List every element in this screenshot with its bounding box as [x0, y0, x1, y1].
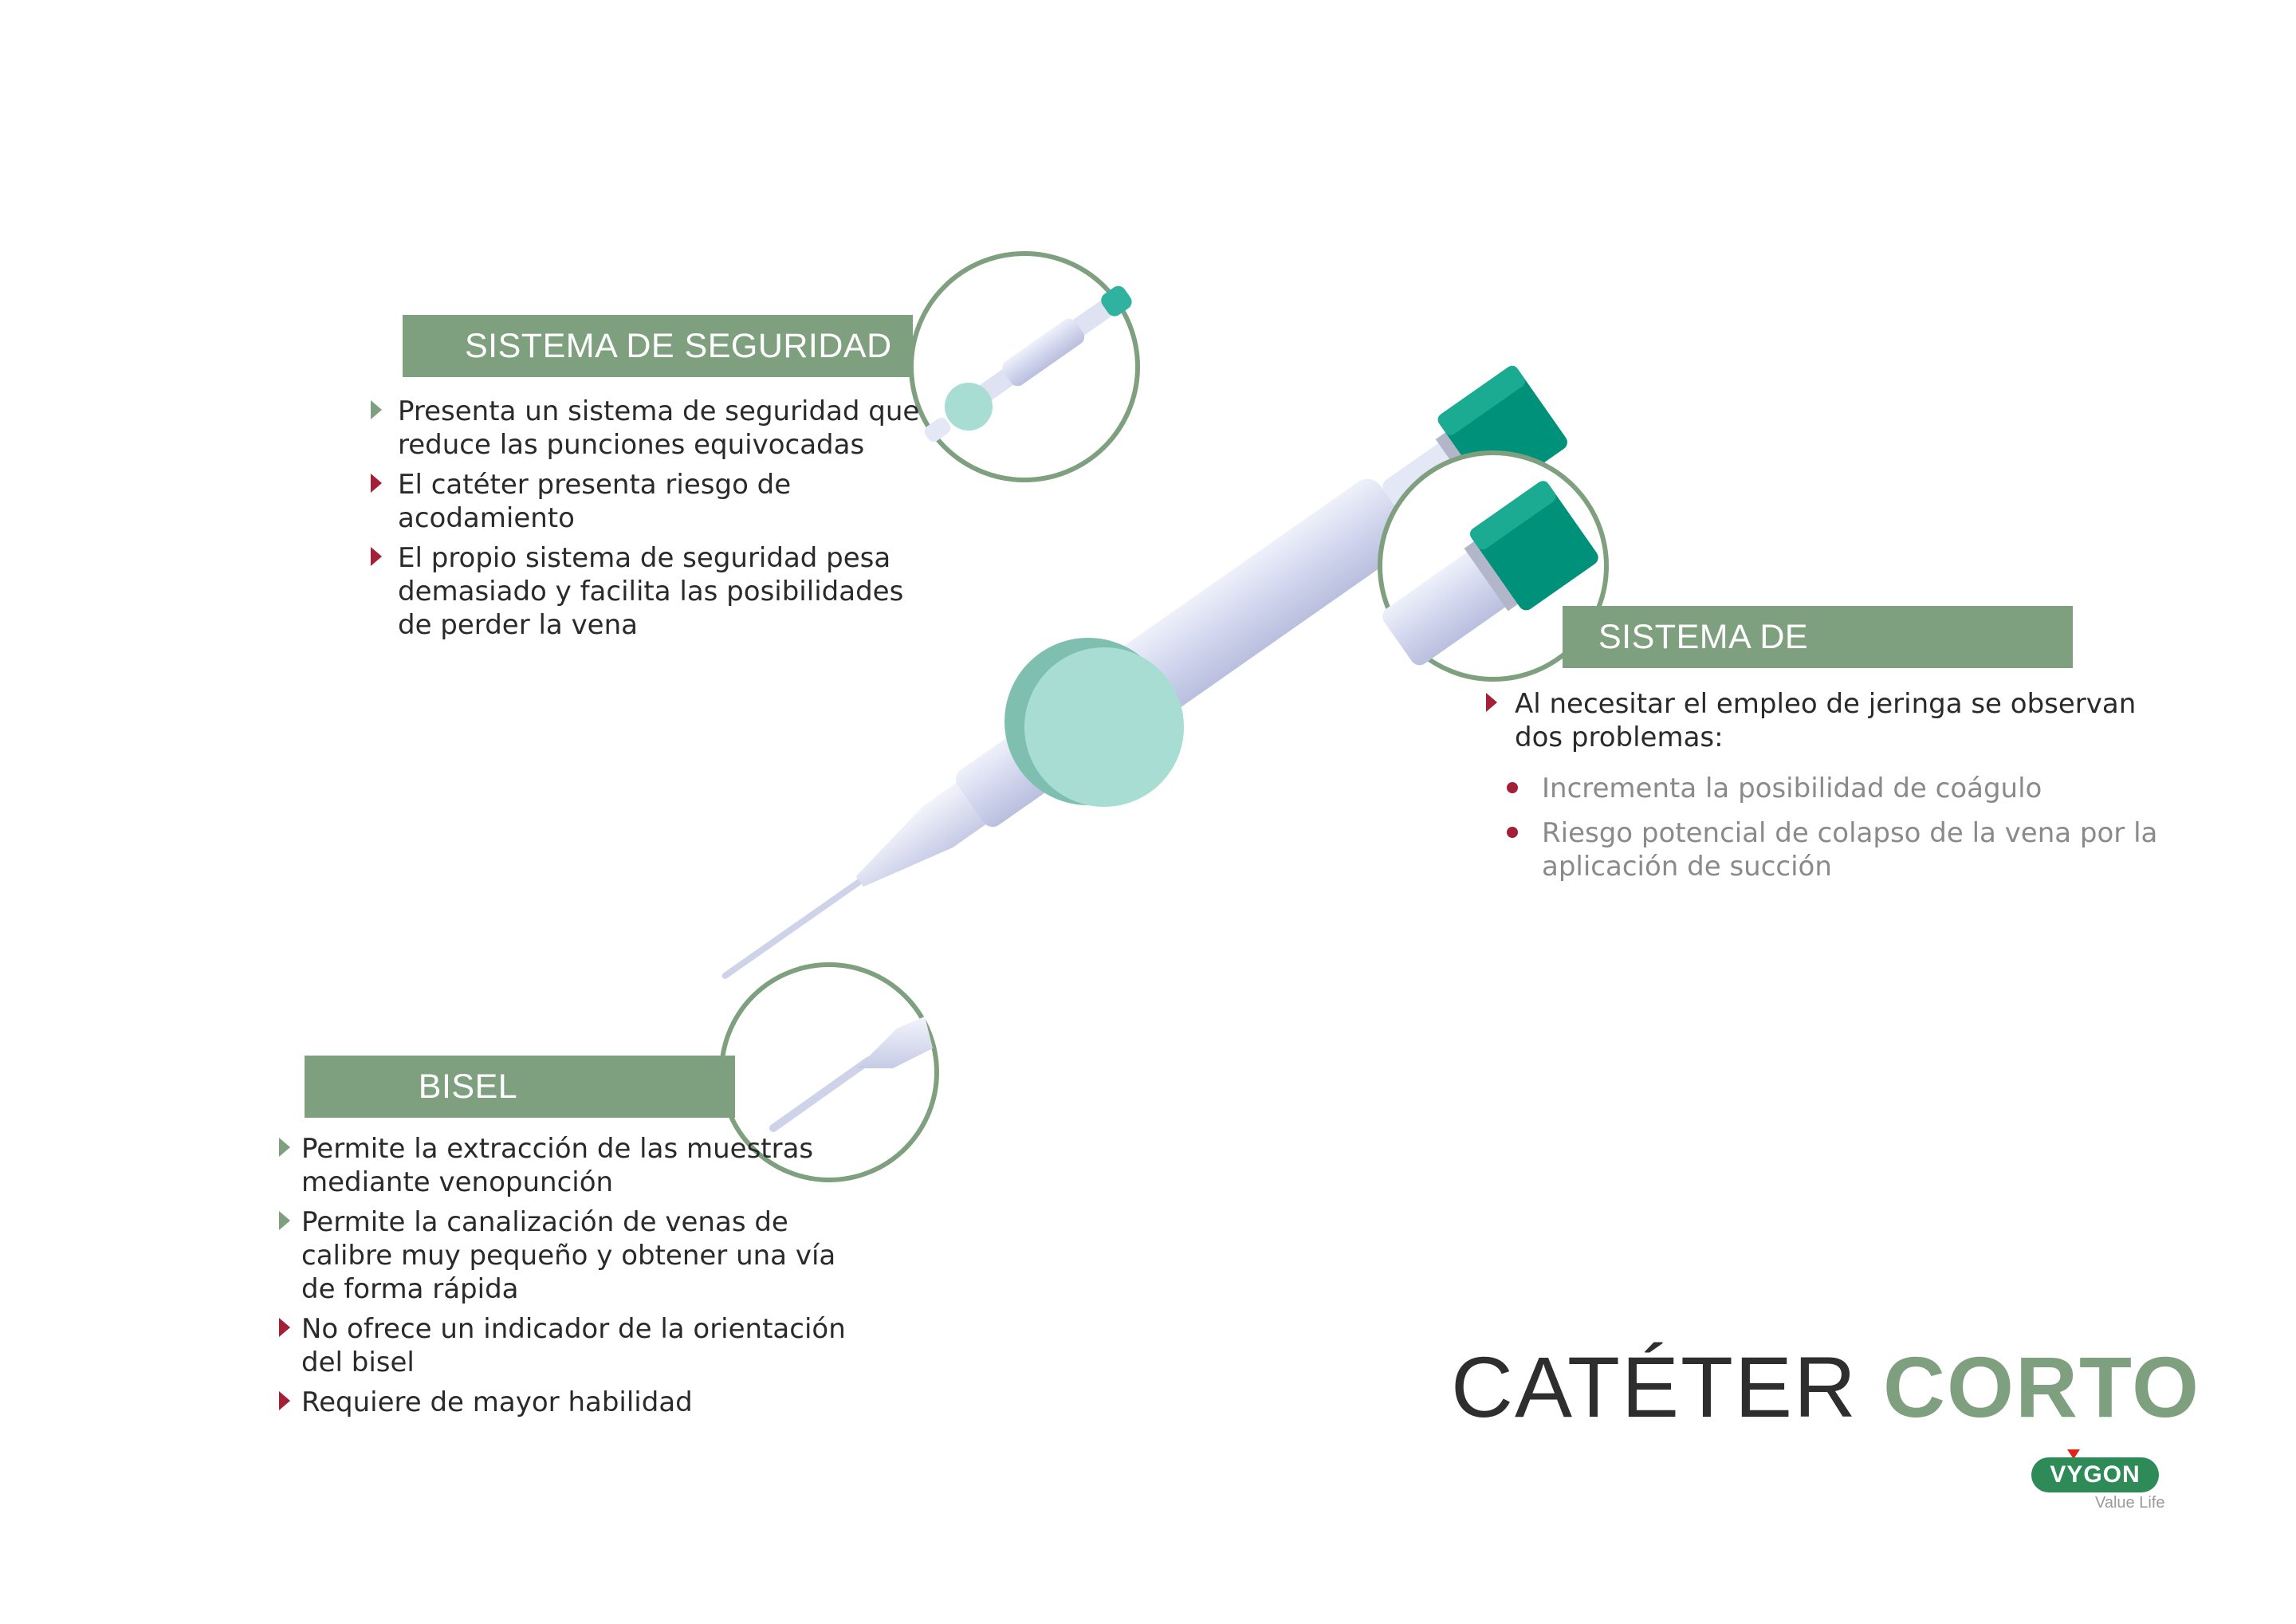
- sub-list-item: Riesgo potencial de colapso de la vena p…: [1507, 816, 2160, 883]
- bullet-dot-icon: [1507, 782, 1518, 793]
- list-item: Permite la canalización de venas de cali…: [279, 1205, 853, 1306]
- page-title-part2: CORTO: [1883, 1339, 2201, 1435]
- banner-seguridad: SISTEMA DE SEGURIDAD: [403, 315, 913, 377]
- needle-shaft: [721, 875, 867, 979]
- catheter-tip: [855, 778, 993, 887]
- list-item: Al necesitar el empleo de jeringa se obs…: [1483, 687, 2168, 754]
- logo-tagline: Value Life: [2095, 1494, 2165, 1512]
- negative-arrow-icon: [279, 1391, 290, 1410]
- list-item: Permite la extracción de las muestras me…: [279, 1132, 853, 1199]
- positive-arrow-icon: [279, 1211, 290, 1230]
- list-seguridad: Presenta un sistema de seguridad que red…: [371, 395, 945, 648]
- banner-recoleccion-title: SISTEMA DE RECOLECCIÓN: [1598, 618, 1854, 718]
- banner-bisel: BISEL: [305, 1056, 735, 1118]
- banner-bisel-title: BISEL: [418, 1068, 518, 1106]
- negative-arrow-icon: [279, 1318, 290, 1337]
- safety-disc: [1024, 647, 1184, 807]
- logo-mark-icon: [2067, 1449, 2080, 1459]
- detail-circle-seguridad: [909, 251, 1140, 482]
- positive-arrow-icon: [371, 400, 382, 419]
- bullet-dot-icon: [1507, 827, 1518, 838]
- list-item: No ofrece un indicador de la orientación…: [279, 1312, 853, 1379]
- sublist-recoleccion: Incrementa la posibilidad de coágulo Rie…: [1507, 772, 2160, 895]
- negative-arrow-icon: [371, 474, 382, 493]
- list-recoleccion: Al necesitar el empleo de jeringa se obs…: [1483, 687, 2168, 761]
- list-item: Requiere de mayor habilidad: [279, 1386, 853, 1419]
- list-item: El catéter presenta riesgo de acodamient…: [371, 468, 945, 535]
- list-bisel: Permite la extracción de las muestras me…: [279, 1132, 853, 1425]
- logo-name: VYGON: [2031, 1457, 2159, 1492]
- page-title-part1: CATÉTER: [1451, 1339, 1858, 1435]
- negative-arrow-icon: [1486, 693, 1497, 712]
- vygon-logo: VYGON Value Life: [2031, 1449, 2175, 1513]
- list-item: El propio sistema de seguridad pesa dema…: [371, 541, 945, 642]
- catheter-barrel: [1090, 478, 1413, 736]
- list-item: Presenta un sistema de seguridad que red…: [371, 395, 945, 462]
- negative-arrow-icon: [371, 547, 382, 566]
- sub-list-item: Incrementa la posibilidad de coágulo: [1507, 772, 2160, 805]
- banner-recoleccion: SISTEMA DE RECOLECCIÓN: [1563, 606, 2073, 718]
- banner-seguridad-title: SISTEMA DE SEGURIDAD: [465, 327, 892, 365]
- positive-arrow-icon: [279, 1138, 290, 1157]
- page-title: CATÉTER CORTO: [1451, 1339, 2200, 1435]
- detail-circle-recoleccion: [1378, 450, 1609, 682]
